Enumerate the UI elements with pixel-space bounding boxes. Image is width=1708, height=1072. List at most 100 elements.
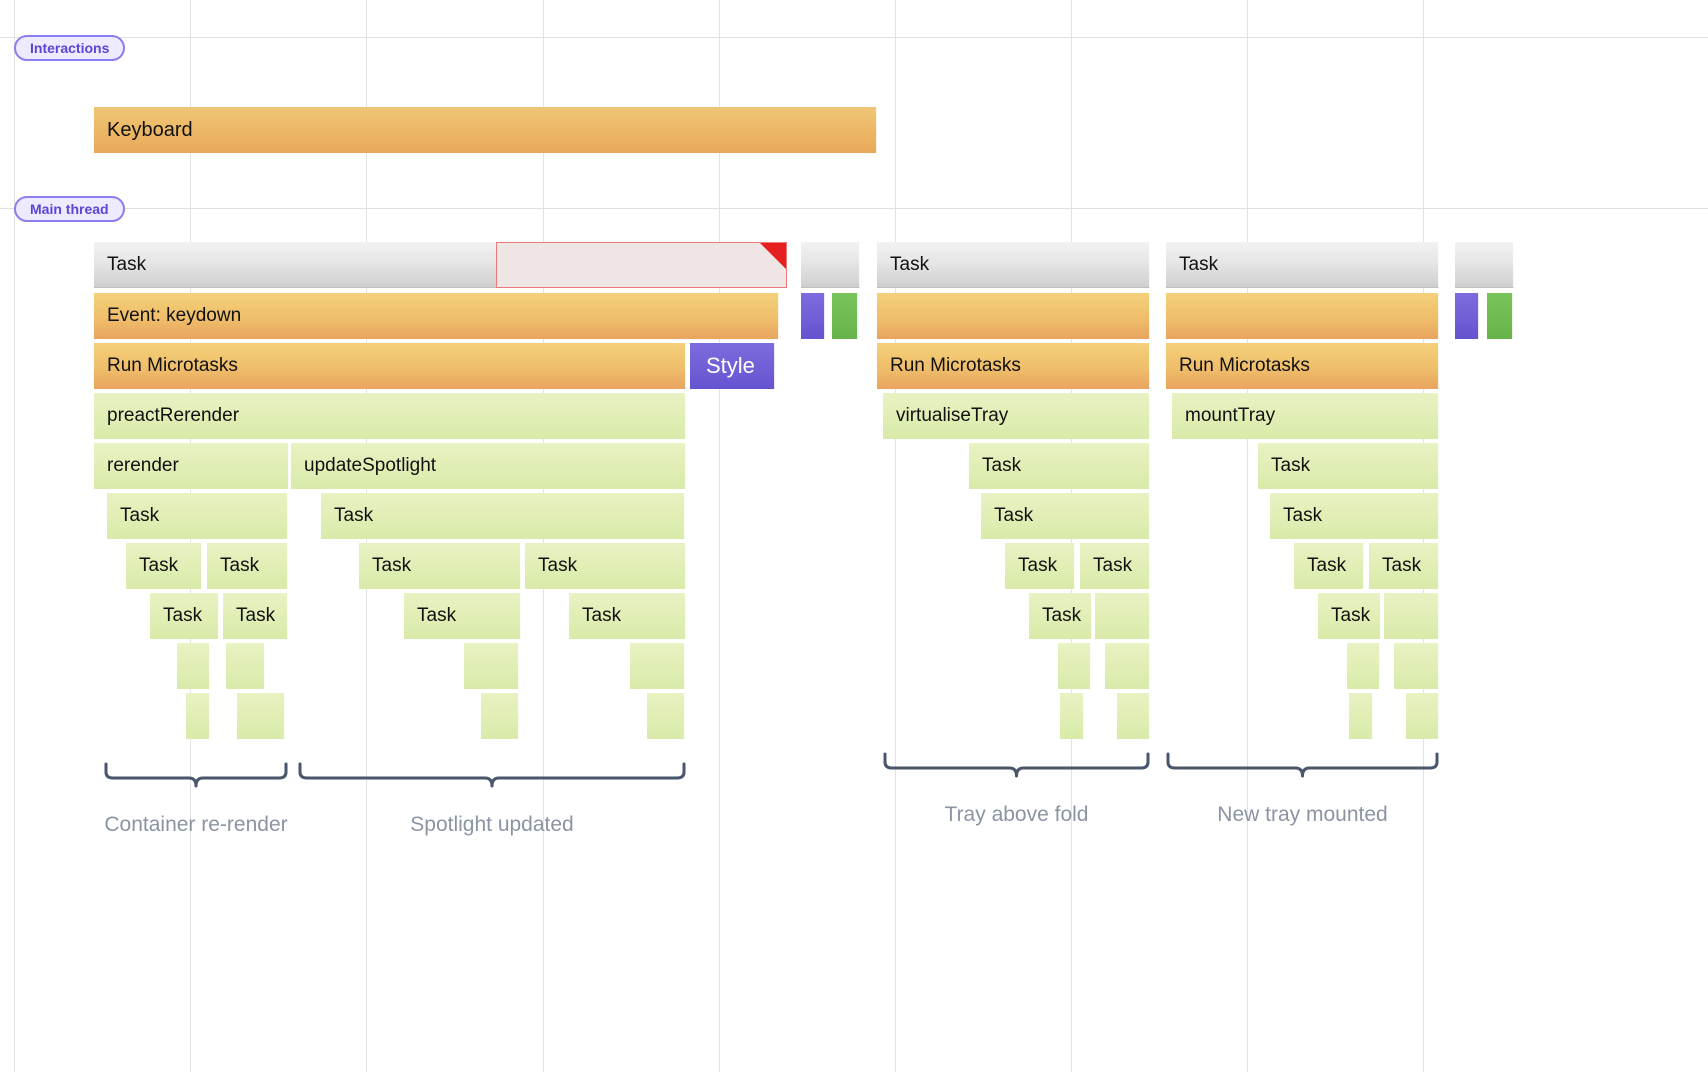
flame-frame-label: Task [120,505,160,526]
flame-frame-d6-6-task[interactable]: Task [1294,543,1364,589]
brace-container-rerender [104,762,288,796]
flame-frame-d4-1-updatespotlight[interactable]: updateSpotlight [291,443,686,489]
annotation-caption-new-tray-mounted: New tray mounted [1217,803,1388,826]
flame-frame-d4-3-task[interactable]: Task [1258,443,1439,489]
flame-frame-label: Task [1179,253,1219,275]
flame-frame-d6-2-task[interactable]: Task [359,543,521,589]
flame-frame-d7-1-task[interactable]: Task [223,593,288,639]
flame-frame-d8-7-frame[interactable] [1394,643,1439,689]
long-task-warning-overlay[interactable] [496,242,787,288]
track-pill-main-thread[interactable]: Main thread [14,196,125,222]
annotation-caption-container-rerender: Container re-render [104,813,288,836]
flame-frame-d9-2-frame[interactable] [481,693,519,739]
flame-frame-d9-5-frame[interactable] [1117,693,1150,739]
flame-frame-d1-0-event-keydown[interactable]: Event: keydown [94,293,779,339]
flame-frame-d6-4-task[interactable]: Task [1005,543,1075,589]
flame-frame-d5-1-task[interactable]: Task [321,493,685,539]
flame-frame-d2-1-style[interactable]: Style [690,343,775,389]
interaction-keyboard[interactable]: Keyboard [94,107,877,153]
flame-frame-label: Task [163,605,203,626]
brace-tray-above-fold [883,752,1150,786]
flame-frame-d2-2-run-microtasks[interactable]: Run Microtasks [877,343,1150,389]
flame-frame-d9-3-frame[interactable] [647,693,685,739]
track-pill-interactions[interactable]: Interactions [14,35,126,61]
flame-frame-label: Task [220,555,260,576]
flame-frame-d3-1-virtualisetray[interactable]: virtualiseTray [883,393,1150,439]
flame-frame-d7-0-task[interactable]: Task [150,593,219,639]
flame-frame-label: Run Microtasks [890,355,1021,376]
flame-frame-d7-7-frame[interactable] [1384,593,1439,639]
brace-spotlight-updated [298,762,686,796]
flame-frame-d1-6-frame[interactable] [1487,293,1513,339]
flame-frame-label: Task [1283,505,1323,526]
flame-frame-d0-3-task[interactable]: Task [1166,242,1439,288]
flame-frame-d8-4-frame[interactable] [1058,643,1091,689]
flame-frame-d4-0-rerender[interactable]: rerender [94,443,289,489]
flame-frame-d3-0-preactrerender[interactable]: preactRerender [94,393,686,439]
flame-frame-label: Task [994,505,1034,526]
flame-frame-d6-7-task[interactable]: Task [1369,543,1439,589]
flame-frame-label: Task [236,605,276,626]
flame-frame-d8-5-frame[interactable] [1105,643,1150,689]
flame-frame-d7-6-task[interactable]: Task [1318,593,1381,639]
flame-frame-label: Task [334,505,374,526]
flame-frame-label: preactRerender [107,405,240,426]
flame-frame-d5-3-task[interactable]: Task [1270,493,1439,539]
flame-frame-d1-4-frame[interactable] [1166,293,1439,339]
flame-frame-label: virtualiseTray [896,405,1009,426]
flame-frame-d7-2-task[interactable]: Task [404,593,521,639]
flame-frame-label: Task [582,605,622,626]
flame-frame-d6-3-task[interactable]: Task [525,543,686,589]
flame-frame-label: mountTray [1185,405,1276,426]
gridline-4 [895,0,896,1072]
flame-frame-label: Task [1382,555,1422,576]
flame-frame-d8-0-frame[interactable] [177,643,210,689]
flame-frame-label: rerender [107,455,179,476]
timeline-left-edge [14,0,15,1072]
flame-frame-label: Task [1331,605,1371,626]
flame-frame-d6-0-task[interactable]: Task [126,543,202,589]
flame-frame-d5-0-task[interactable]: Task [107,493,288,539]
flame-frame-d4-2-task[interactable]: Task [969,443,1150,489]
flame-frame-d0-4-frame[interactable] [1455,242,1514,288]
flame-frame-d6-5-task[interactable]: Task [1080,543,1150,589]
brace-new-tray-mounted [1166,752,1439,786]
flame-frame-d9-6-frame[interactable] [1349,693,1373,739]
flame-frame-d1-3-frame[interactable] [877,293,1150,339]
flame-frame-d8-1-frame[interactable] [226,643,265,689]
flame-frame-label: Task [982,455,1022,476]
flame-frame-d9-7-frame[interactable] [1406,693,1439,739]
flame-frame-label: Task [139,555,179,576]
flame-frame-d7-4-task[interactable]: Task [1029,593,1092,639]
flame-frame-d0-1-frame[interactable] [801,242,860,288]
flame-frame-d2-3-run-microtasks[interactable]: Run Microtasks [1166,343,1439,389]
flame-frame-label: Event: keydown [107,305,242,326]
flame-frame-d5-2-task[interactable]: Task [981,493,1150,539]
flame-frame-d6-1-task[interactable]: Task [207,543,288,589]
flame-frame-d7-3-task[interactable]: Task [569,593,686,639]
flame-frame-d0-2-task[interactable]: Task [877,242,1150,288]
flame-frame-d7-5-frame[interactable] [1095,593,1150,639]
flame-frame-d8-3-frame[interactable] [630,643,685,689]
long-task-corner-icon [760,243,786,269]
flame-frame-d9-0-frame[interactable] [186,693,210,739]
flame-frame-label: Run Microtasks [107,355,238,376]
flame-frame-d1-1-frame[interactable] [801,293,825,339]
flame-frame-d1-2-frame[interactable] [832,293,858,339]
flame-frame-d8-2-frame[interactable] [464,643,519,689]
flame-frame-label: Task [538,555,578,576]
flame-frame-label: Task [890,253,930,275]
annotation-caption-tray-above-fold: Tray above fold [944,803,1089,826]
flame-frame-d3-2-mounttray[interactable]: mountTray [1172,393,1439,439]
gridline-3 [719,0,720,1072]
track-pill-main-thread-label: Main thread [30,201,109,217]
flame-frame-d8-6-frame[interactable] [1347,643,1380,689]
flame-frame-label: Task [1018,555,1058,576]
flame-frame-label: Run Microtasks [1179,355,1310,376]
flame-frame-label: Task [417,605,457,626]
flame-frame-d9-1-frame[interactable] [237,693,285,739]
track-divider-0 [0,37,1708,38]
flame-frame-d1-5-frame[interactable] [1455,293,1479,339]
flame-frame-d2-0-run-microtasks[interactable]: Run Microtasks [94,343,686,389]
flame-frame-d9-4-frame[interactable] [1060,693,1084,739]
